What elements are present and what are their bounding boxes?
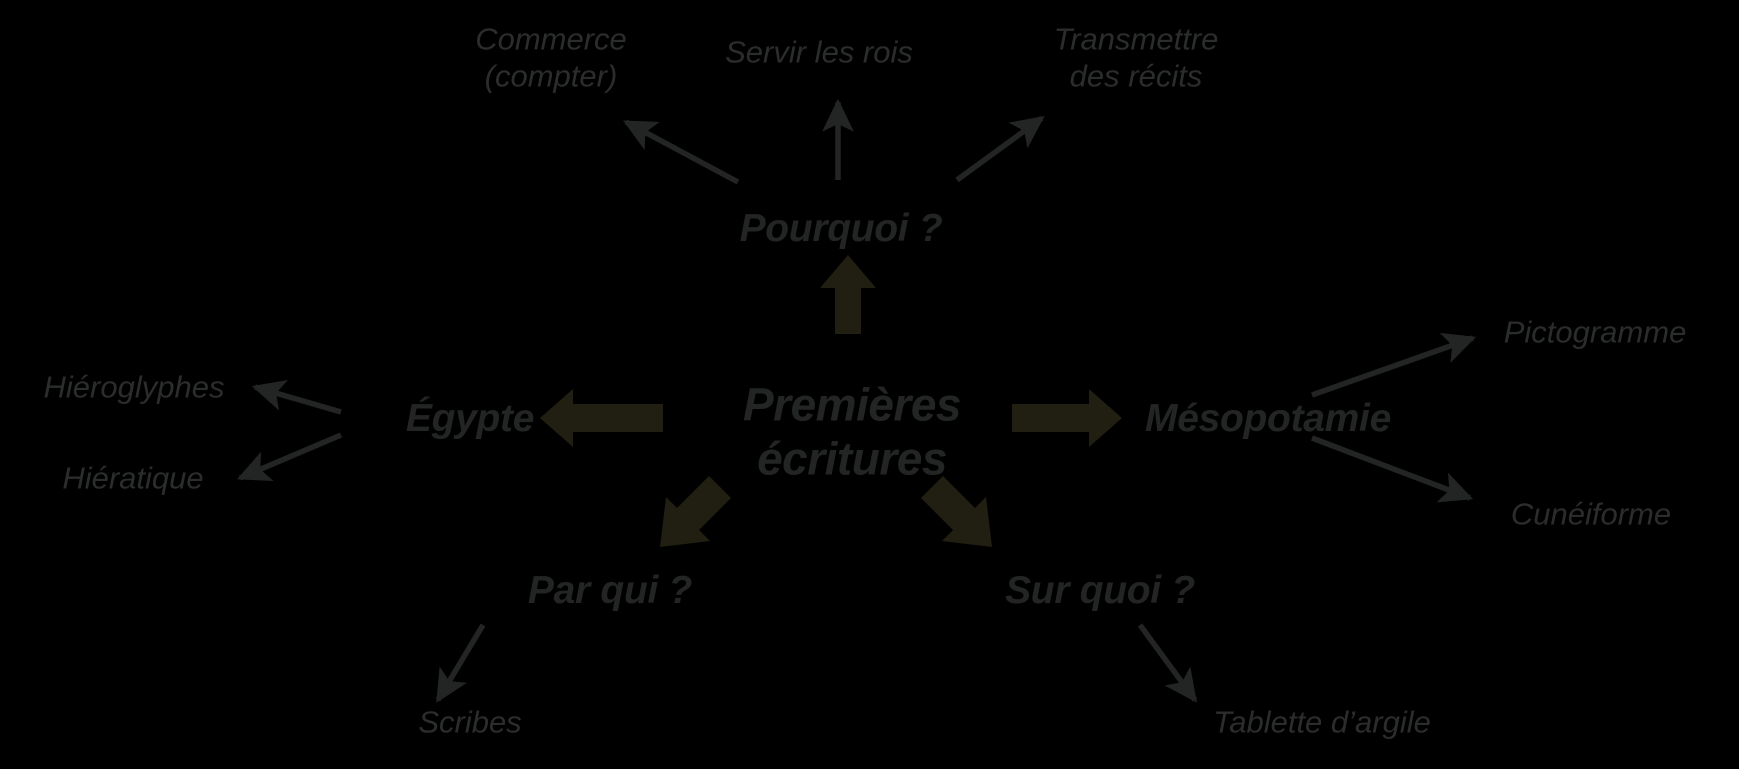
branch-node-sur-quoi[interactable]: Sur quoi ? <box>1005 568 1195 612</box>
leaf-node-scribes[interactable]: Scribes <box>418 704 522 740</box>
connector-hub-to-par-qui <box>660 476 731 547</box>
leaf-node-pictogramme[interactable]: Pictogramme <box>1503 314 1687 350</box>
leaf-node-hieratique[interactable]: Hiératique <box>62 460 204 496</box>
branch-node-egypte[interactable]: Égypte <box>405 396 535 440</box>
leaf-node-commerce[interactable]: Commerce(compter) <box>475 21 627 94</box>
connector-par-qui-to-scribes <box>435 623 486 703</box>
center-node-line2: écritures <box>757 433 947 485</box>
center-node-line1: Premières <box>743 378 962 431</box>
connector-sur-quoi-to-tablette <box>1137 623 1198 703</box>
connector-egypte-to-hieroglyphes <box>251 379 342 415</box>
leaf-node-hieroglyphes[interactable]: Hiéroglyphes <box>43 369 225 405</box>
connector-pourquoi-to-transmettre <box>955 115 1045 183</box>
connector-hub-to-egypte <box>540 389 663 447</box>
connector-hub-to-sur-quoi <box>921 476 992 547</box>
connector-hub-to-mesopotamie <box>1012 389 1122 447</box>
connector-mesopotamie-to-cuneiforme <box>1311 435 1474 503</box>
connector-hub-to-pourquoi <box>820 255 876 334</box>
branch-node-pourquoi[interactable]: Pourquoi ? <box>739 206 943 250</box>
leaf-commerce-line2: (compter) <box>484 58 618 93</box>
connector-pourquoi-to-commerce <box>623 119 740 185</box>
leaf-node-tablette-dargile[interactable]: Tablette d’argile <box>1213 704 1431 740</box>
connector-mesopotamie-to-pictogramme <box>1311 332 1477 398</box>
leaf-node-cuneiforme[interactable]: Cunéiforme <box>1510 496 1672 532</box>
leaf-commerce-line1: Commerce <box>475 21 627 57</box>
leaf-node-servir-les-rois[interactable]: Servir les rois <box>725 34 913 70</box>
branch-node-par-qui[interactable]: Par qui ? <box>527 568 693 612</box>
branch-node-mesopotamie[interactable]: Mésopotamie <box>1145 396 1391 440</box>
connector-egypte-to-hieratique <box>236 432 343 482</box>
leaf-transmettre-line2: des récits <box>1069 58 1203 93</box>
leaf-transmettre-line1: Transmettre <box>1053 21 1219 57</box>
